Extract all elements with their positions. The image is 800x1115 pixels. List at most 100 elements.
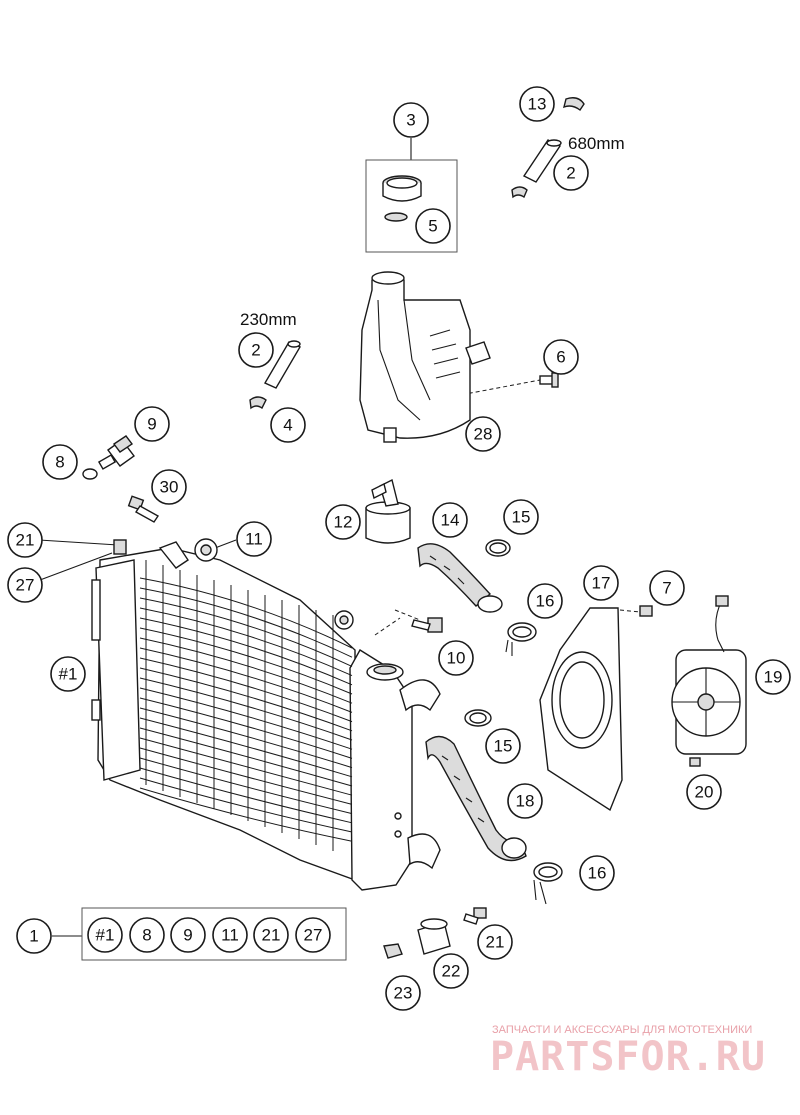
callout-ck27: 27 — [295, 917, 331, 953]
callout-circle — [134, 406, 170, 442]
callout-c9: 9 — [134, 406, 170, 442]
callout-label: 6 — [556, 348, 565, 367]
callout-label: 2 — [251, 341, 260, 360]
callout-label: 15 — [494, 737, 513, 756]
callout-label: 22 — [442, 962, 461, 981]
nut-23 — [383, 943, 403, 959]
callout-circle — [87, 917, 123, 953]
callout-ck9: 9 — [170, 917, 206, 953]
callout-circle — [485, 728, 521, 764]
callout-circle — [477, 924, 513, 960]
callout-label: 10 — [447, 649, 466, 668]
callout-c2a: 2 — [553, 155, 589, 191]
callout-label: 15 — [512, 508, 531, 527]
callout-ck1: #1 — [87, 917, 123, 953]
callout-circle — [553, 155, 589, 191]
callout-circle — [151, 469, 187, 505]
callout-c28: 28 — [465, 416, 501, 452]
callout-label: 27 — [304, 926, 323, 945]
callout-ck8: 8 — [129, 917, 165, 953]
dimension-230mm: 230mm — [240, 310, 297, 329]
callout-circle — [649, 570, 685, 606]
callout-c7: 7 — [649, 570, 685, 606]
callout-c17: 17 — [583, 565, 619, 601]
hose-18 — [425, 735, 527, 862]
callout-circle — [507, 783, 543, 819]
callout-c6: 6 — [543, 339, 579, 375]
callout-c1h: #1 — [50, 656, 86, 692]
callout-label: 1 — [29, 927, 38, 946]
callout-circle — [212, 917, 248, 953]
callout-label: 14 — [441, 511, 460, 530]
callout-c19: 19 — [755, 659, 791, 695]
callout-circle — [438, 640, 474, 676]
callout-circle — [465, 416, 501, 452]
callout-label: 2 — [566, 164, 575, 183]
callout-circle — [503, 499, 539, 535]
callout-c12: 12 — [325, 504, 361, 540]
callout-circle — [42, 444, 78, 480]
callout-label: 21 — [486, 933, 505, 952]
callout-label: 28 — [474, 425, 493, 444]
callout-circle — [253, 917, 289, 953]
radiator-fins — [139, 560, 353, 851]
callout-circle — [236, 521, 272, 557]
callout-circle — [432, 502, 468, 538]
temp-sensor — [82, 435, 135, 480]
callout-label: 21 — [16, 531, 35, 550]
callout-circle — [295, 917, 331, 953]
callout-ck11: 11 — [212, 917, 248, 953]
callout-c15b: 15 — [485, 728, 521, 764]
callout-circle — [583, 565, 619, 601]
callout-c11a: 11 — [236, 521, 272, 557]
callout-circle — [527, 583, 563, 619]
fan — [671, 595, 747, 755]
expansion-tank — [359, 271, 491, 443]
callout-c4: 4 — [270, 407, 306, 443]
callout-circle — [579, 855, 615, 891]
callout-label: 8 — [142, 926, 151, 945]
callout-ck21: 21 — [253, 917, 289, 953]
callout-label: 8 — [55, 453, 64, 472]
callout-label: 19 — [764, 668, 783, 687]
hose-680 — [511, 97, 585, 199]
callout-c3: 3 — [393, 102, 429, 138]
callout-circle — [755, 659, 791, 695]
clamp-16a — [505, 622, 537, 656]
hose-14 — [417, 543, 503, 613]
callout-label: 17 — [592, 574, 611, 593]
callout-circle — [238, 332, 274, 368]
callout-c8: 8 — [42, 444, 78, 480]
callout-label: 9 — [183, 926, 192, 945]
callout-label: 16 — [536, 592, 555, 611]
callout-label: 11 — [221, 926, 239, 945]
callout-c23: 23 — [385, 975, 421, 1011]
watermark-logo: PARTSFOR.RU — [490, 1034, 766, 1080]
bolt-10 — [411, 617, 443, 633]
callout-c16b: 16 — [579, 855, 615, 891]
callout-label: 13 — [528, 95, 547, 114]
callout-circle — [385, 975, 421, 1011]
clamp-15b — [464, 709, 492, 727]
screw-20 — [689, 757, 701, 767]
callout-label: 5 — [428, 217, 437, 236]
watermark-caption: ЗАПЧАСТИ И АКСЕССУАРЫ ДЛЯ МОТОТЕХНИКИ — [492, 1024, 752, 1036]
radiator-bleed-screw — [113, 539, 127, 555]
callout-label: 4 — [283, 416, 292, 435]
callout-c27a: 27 — [7, 567, 43, 603]
callout-label: 9 — [147, 415, 156, 434]
callout-label: 27 — [16, 576, 35, 595]
cap-kit — [365, 159, 458, 253]
callout-c21a: 21 — [7, 522, 43, 558]
hose-230 — [249, 340, 301, 410]
filler-neck — [365, 478, 411, 544]
callout-label: #1 — [96, 926, 115, 945]
callout-label: #1 — [59, 665, 78, 684]
callout-c30: 30 — [151, 469, 187, 505]
fan-shroud — [539, 607, 623, 812]
callout-circle — [50, 656, 86, 692]
callout-c22: 22 — [433, 953, 469, 989]
callout-label: 30 — [160, 478, 179, 497]
callout-c20: 20 — [686, 774, 722, 810]
